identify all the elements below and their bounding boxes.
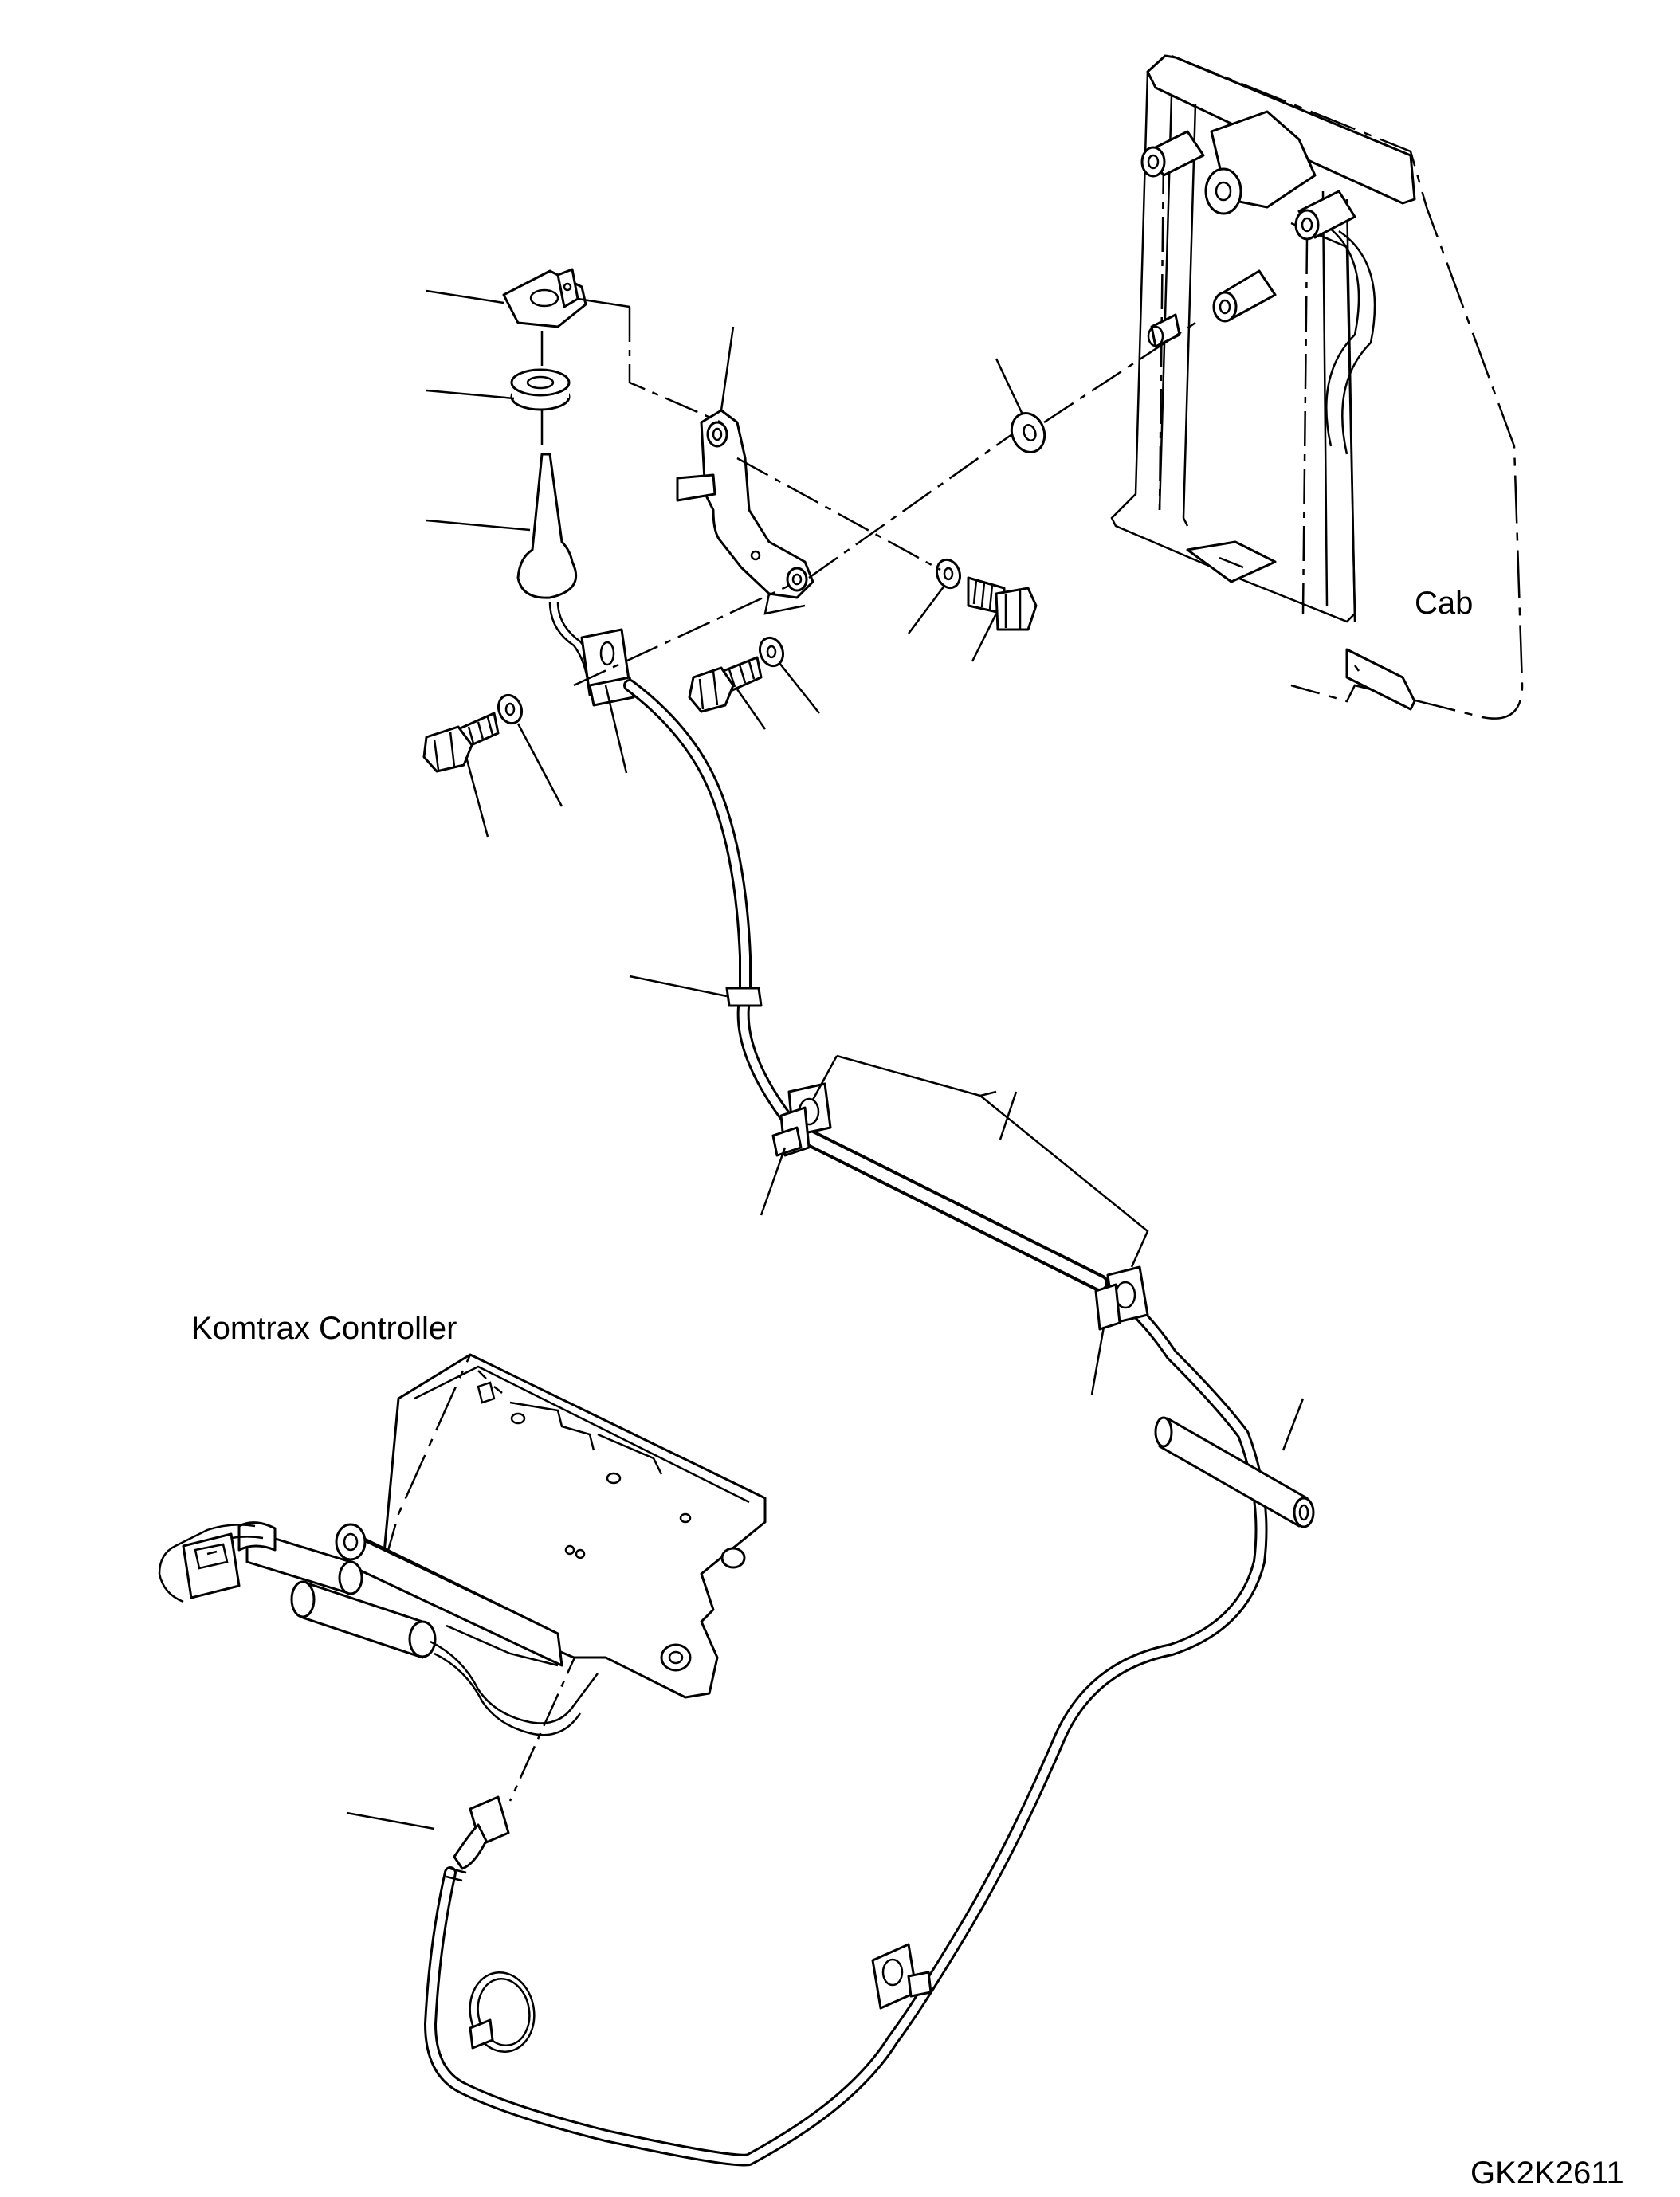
bolt-center [688, 656, 763, 713]
cab-boss-top-right [1294, 190, 1356, 241]
komtrax-controller: Komtrax Controller [158, 1311, 767, 1736]
cable-tie-upper [725, 987, 763, 1007]
cab-panel: Cab [1110, 54, 1524, 720]
washer-right-lower [935, 558, 962, 590]
bolt-right [967, 576, 1038, 631]
controller-label: Komtrax Controller [191, 1311, 457, 1346]
cable-end-pipe [1154, 1416, 1315, 1528]
cable-clip-left [771, 1082, 832, 1157]
leader-lines [346, 289, 1305, 1830]
cable-connector [446, 1795, 510, 1882]
cable-clip-right [1094, 1265, 1149, 1331]
grommet [510, 368, 571, 411]
washer-left [497, 693, 524, 725]
washer-center [758, 636, 785, 668]
bolt-left [422, 712, 500, 773]
washer-right-upper [1010, 412, 1046, 453]
cab-boss-top-center [1204, 110, 1317, 215]
drawing-number: GK2K2611 [1470, 2156, 1624, 2191]
cab-boss-top-left [1140, 130, 1205, 178]
antenna-cable [424, 679, 1268, 2167]
cable-clamp-bracket [580, 628, 635, 707]
cab-lower-tab [1186, 540, 1277, 583]
cab-boss-middle [1147, 269, 1277, 348]
cable-clip-lower [871, 1943, 932, 2010]
antenna-mount-plate [502, 268, 630, 328]
cab-label: Cab [1415, 586, 1473, 621]
antenna-bracket [676, 409, 814, 615]
cable-sleeve [788, 1123, 1109, 1292]
cable-coil [469, 1971, 536, 2053]
